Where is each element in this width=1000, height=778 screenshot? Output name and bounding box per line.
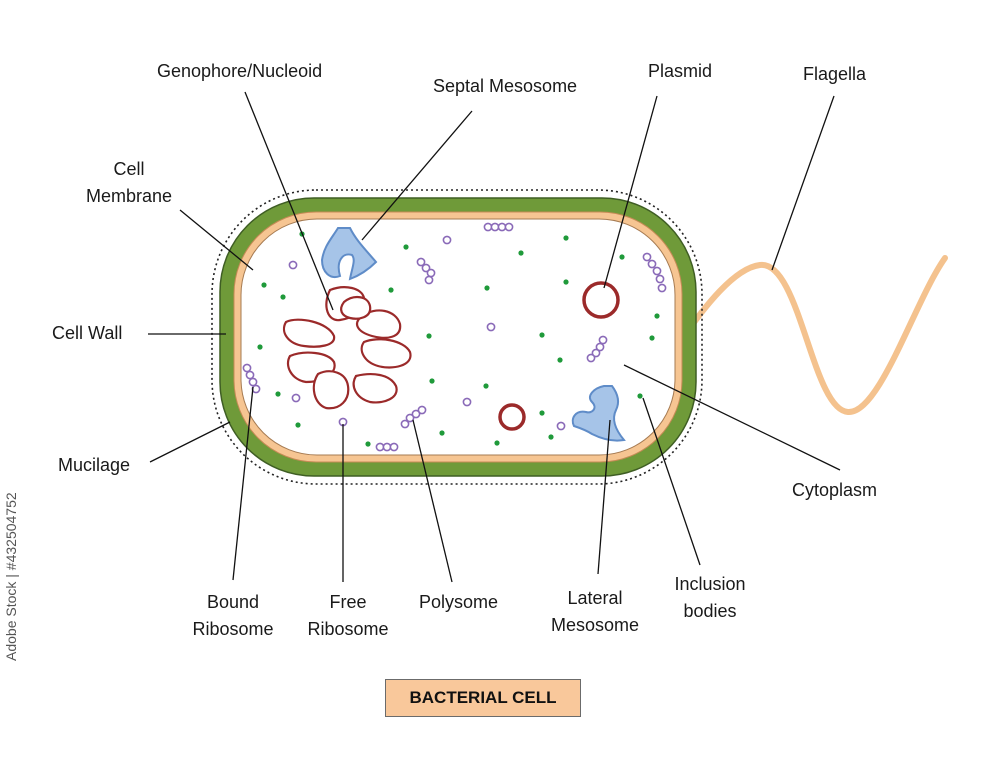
inclusion-bodies bbox=[257, 231, 660, 447]
leader-flagella bbox=[771, 95, 835, 271]
label-septal-mesosome: Septal Mesosome bbox=[433, 76, 578, 96]
leader-genophore bbox=[244, 91, 334, 311]
plasmid-large bbox=[582, 281, 620, 319]
label-bound-ribosome: Bound Ribosome bbox=[192, 592, 274, 639]
label-mucilage: Mucilage bbox=[58, 455, 131, 475]
leader-bound-ribosome bbox=[232, 386, 254, 581]
label-flagella: Flagella bbox=[803, 64, 867, 84]
label-free-ribosome: Free Ribosome bbox=[307, 592, 389, 639]
leader-cell-membrane bbox=[179, 209, 254, 271]
stock-watermark: Adobe Stock | #432504752 bbox=[3, 492, 19, 661]
leader-plasmid bbox=[603, 95, 658, 289]
label-genophore: Genophore/Nucleoid bbox=[157, 61, 323, 81]
leader-lateral-mesosome bbox=[597, 419, 611, 575]
leader-mucilage bbox=[149, 421, 231, 463]
nucleoid bbox=[282, 286, 412, 410]
label-lateral-mesosome: Lateral Mesosome bbox=[550, 588, 640, 635]
label-cytoplasm: Cytoplasm bbox=[792, 480, 878, 500]
mucilage-capsule bbox=[211, 189, 703, 485]
flagellum bbox=[675, 255, 948, 416]
label-cell-wall: Cell Wall bbox=[52, 323, 123, 343]
diagram-title: BACTERIAL CELL bbox=[385, 679, 581, 717]
lateral-mesosome bbox=[571, 385, 626, 442]
label-polysome: Polysome bbox=[419, 592, 499, 612]
leader-polysome bbox=[412, 419, 453, 583]
label-inclusion-bodies: Inclusion bodies bbox=[674, 574, 746, 621]
plasmid-small bbox=[498, 403, 526, 431]
leader-septal-mesosome bbox=[361, 110, 473, 241]
leader-cytoplasm bbox=[623, 364, 841, 471]
septal-mesosome bbox=[320, 227, 378, 281]
label-plasmid: Plasmid bbox=[648, 61, 713, 81]
label-cell-membrane: Cell Membrane bbox=[85, 159, 173, 206]
leader-inclusion-bodies bbox=[642, 397, 701, 566]
ribosomes bbox=[242, 222, 667, 452]
leader-lines bbox=[148, 91, 841, 583]
